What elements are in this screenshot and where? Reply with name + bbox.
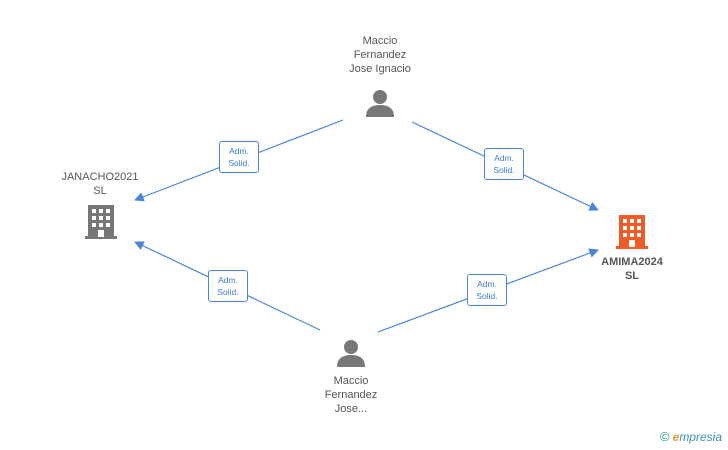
edge-label-top-right[interactable]: Adm. Solid. [484, 148, 524, 180]
edge-label-bottom-left[interactable]: Adm. Solid. [208, 270, 248, 302]
copyright-icon: © [660, 429, 670, 444]
node-company-right[interactable]: AMIMA2024 SL [580, 255, 684, 283]
brand-initial: e [672, 430, 680, 444]
node-person-top[interactable]: Maccio Fernandez Jose Ignacio [318, 34, 442, 76]
node-person-bottom[interactable]: Maccio Fernandez Jose... [289, 374, 413, 416]
person-icon[interactable] [365, 89, 395, 119]
node-company-left[interactable]: JANACHO2021 SL [48, 170, 152, 198]
edge-label-bottom-right[interactable]: Adm. Solid. [467, 274, 507, 306]
brand-logo: ©empresia [660, 429, 722, 444]
building-icon[interactable] [85, 205, 117, 239]
node-label: JANACHO2021 SL [61, 171, 139, 197]
edge-label-top-left[interactable]: Adm. Solid. [219, 141, 259, 173]
brand-name: mpresia [679, 430, 722, 444]
person-icon[interactable] [336, 339, 366, 369]
node-label: Maccio Fernandez Jose... [324, 375, 378, 415]
node-label: AMIMA2024 SL [601, 256, 663, 282]
node-label: Maccio Fernandez Jose Ignacio [349, 35, 411, 75]
building-icon[interactable] [616, 215, 648, 249]
